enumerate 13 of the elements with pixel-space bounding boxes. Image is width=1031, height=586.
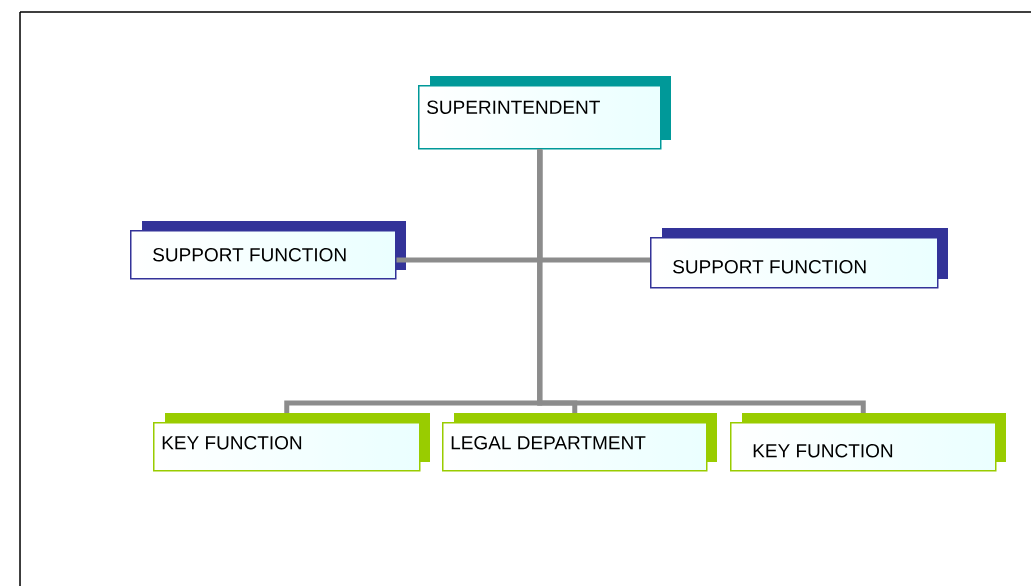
connector-line bbox=[537, 149, 866, 413]
org-box bbox=[650, 237, 939, 289]
box-label: SUPPORT FUNCTION bbox=[153, 248, 346, 262]
box-label: LEGAL DEPARTMENT bbox=[451, 436, 646, 450]
org-box bbox=[153, 422, 421, 472]
box-label: SUPERINTENDENT bbox=[427, 100, 600, 114]
org-box bbox=[442, 422, 708, 472]
box-label: KEY FUNCTION bbox=[162, 436, 302, 450]
box-label: SUPPORT FUNCTION bbox=[673, 260, 866, 274]
org-box bbox=[730, 422, 997, 472]
box-label: KEY FUNCTION bbox=[753, 444, 893, 458]
org-box bbox=[130, 230, 397, 280]
org-box bbox=[418, 85, 662, 150]
